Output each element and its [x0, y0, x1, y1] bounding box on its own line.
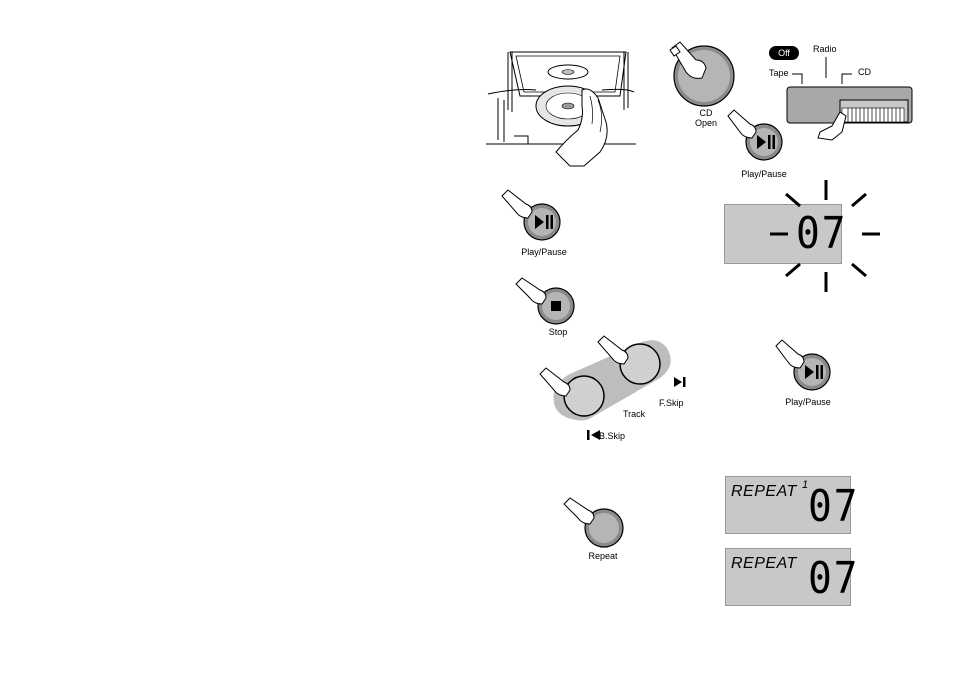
track-skip-buttons: [536, 334, 686, 438]
b-skip-button[interactable]: [564, 376, 604, 416]
play-pause-label-2: Play/Pause: [514, 247, 574, 257]
play-pause-label-3: Play/Pause: [778, 397, 838, 407]
repeat-one-digits: 07: [808, 485, 859, 529]
b-skip-label: B.Skip: [599, 431, 625, 441]
repeat-all-digits: 07: [808, 557, 859, 601]
track-label: Track: [623, 409, 645, 419]
switch-graphic[interactable]: [766, 40, 916, 145]
cd-loading-illustration: [486, 40, 636, 170]
cd-open-button[interactable]: [666, 38, 738, 110]
repeat-button[interactable]: [560, 496, 626, 552]
function-switch: Off Tape Radio CD: [766, 40, 916, 145]
repeat-one-display: REPEAT 1 07: [725, 476, 851, 534]
track-display-blinking: 07: [716, 176, 886, 296]
repeat-one-text: REPEAT: [731, 483, 797, 501]
repeat-all-text: REPEAT: [731, 555, 797, 573]
f-skip-button[interactable]: [620, 344, 660, 384]
repeat-label: Repeat: [583, 551, 623, 561]
next-track-icon: [673, 377, 687, 387]
stop-button[interactable]: [512, 276, 576, 332]
blink-rays: [716, 176, 886, 296]
play-pause-button-2[interactable]: [498, 188, 562, 244]
play-pause-button-3[interactable]: [772, 338, 832, 394]
repeat-all-display: REPEAT 07: [725, 548, 851, 606]
f-skip-label: F.Skip: [659, 398, 684, 408]
cd-open-label: CD Open: [686, 108, 726, 128]
